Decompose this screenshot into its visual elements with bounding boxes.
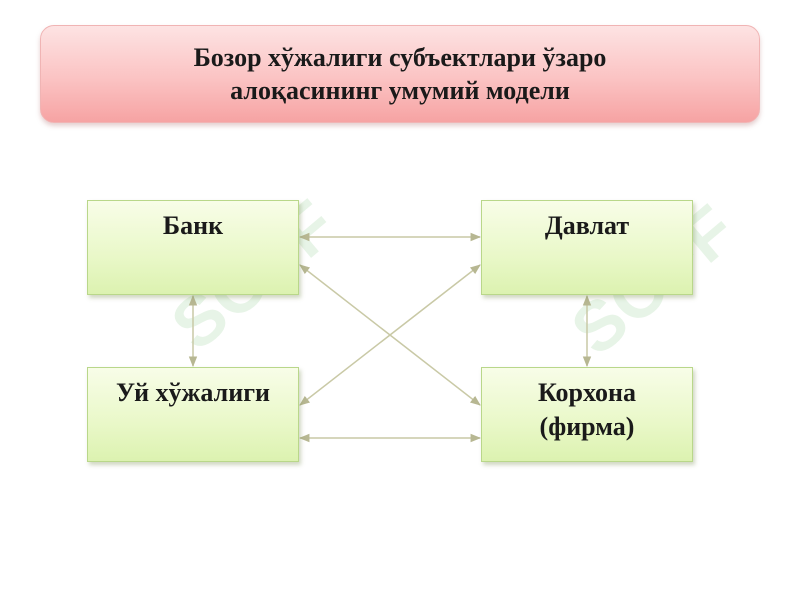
connector-household-government — [299, 264, 481, 406]
node-government: Давлат — [481, 200, 693, 295]
title-banner: Бозор хўжалиги субъектлари ўзаро алоқаси… — [40, 25, 760, 123]
node-government-label: Давлат — [544, 211, 630, 240]
node-firm: Корхона (фирма) — [481, 367, 693, 462]
connector-bank-firm — [299, 264, 481, 406]
title-line-1: Бозор хўжалиги субъектлари ўзаро — [193, 43, 607, 72]
node-firm-label-line-1: Корхона — [537, 378, 636, 407]
node-bank: Банк — [87, 200, 299, 295]
node-firm-label-line-2: (фирма) — [539, 412, 635, 441]
node-household-label: Уй хўжалиги — [115, 378, 270, 407]
page-title: Бозор хўжалиги субъектлари ўзаро алоқаси… — [120, 41, 680, 107]
title-line-2: алоқасининг умумий модели — [230, 76, 570, 105]
node-household: Уй хўжалиги — [87, 367, 299, 462]
node-bank-label: Банк — [162, 211, 224, 240]
